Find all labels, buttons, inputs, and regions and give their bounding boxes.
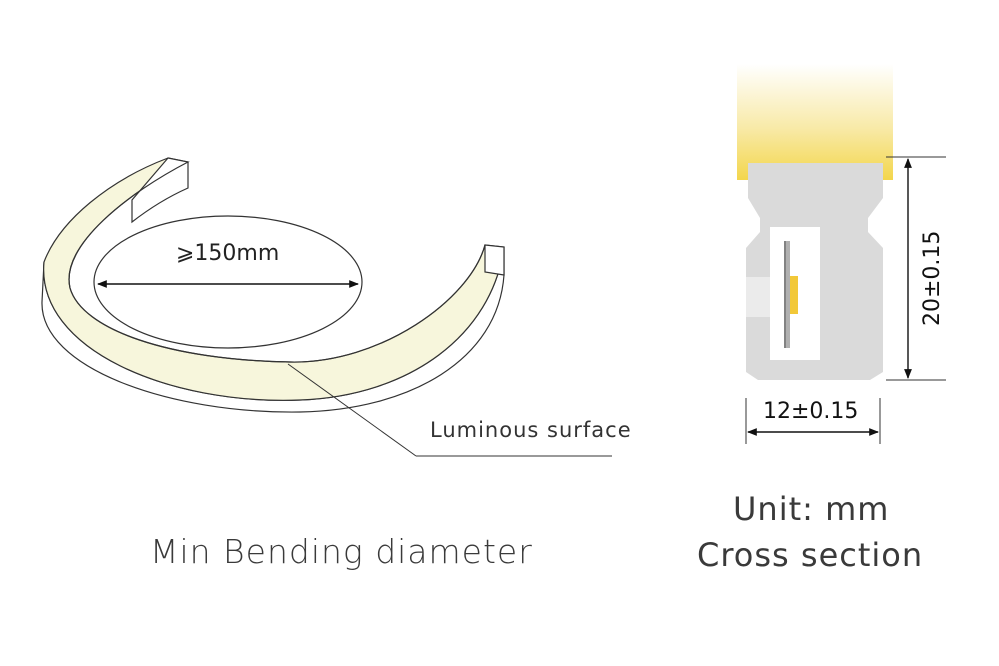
profile-cross-section bbox=[746, 163, 883, 380]
bending-caption: Min Bending diameter bbox=[150, 532, 533, 571]
diameter-label: ⩾150mm bbox=[176, 241, 280, 266]
strip-end-right bbox=[484, 244, 505, 276]
light-glow bbox=[737, 64, 893, 180]
bent-strip bbox=[41, 157, 505, 413]
cross-section-caption: Cross section bbox=[697, 536, 924, 574]
diameter-ellipse bbox=[93, 215, 363, 349]
luminous-leader-line bbox=[287, 363, 417, 457]
led-chip bbox=[790, 276, 798, 314]
unit-caption: Unit: mm bbox=[733, 490, 890, 528]
width-dimension-label: 12±0.15 bbox=[763, 399, 859, 424]
strip-inner-edge bbox=[68, 161, 486, 363]
strip-end-left bbox=[131, 157, 189, 224]
height-dimension-label: 20±0.15 bbox=[920, 230, 945, 326]
profile-side-band bbox=[746, 277, 770, 317]
pcb-strip bbox=[784, 241, 790, 348]
luminous-surface-label: Luminous surface bbox=[430, 418, 632, 442]
